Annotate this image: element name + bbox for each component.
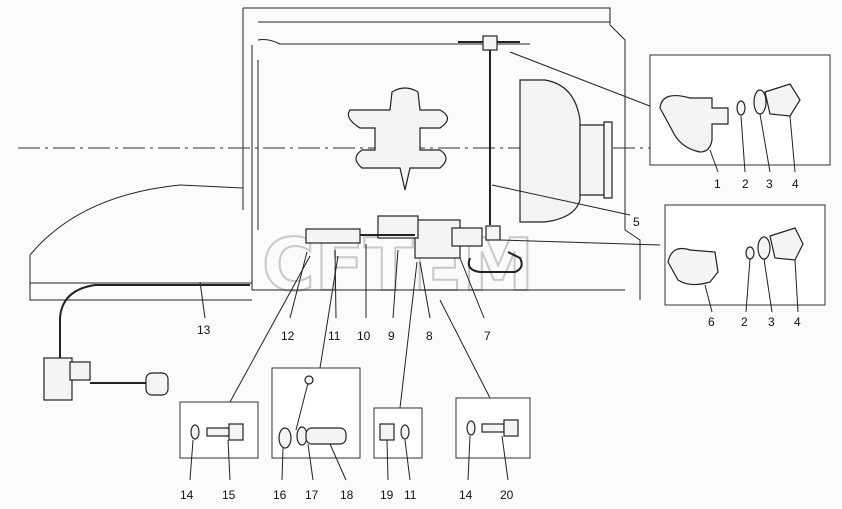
callout-10: 10 [357,329,371,343]
callout-16: 16 [273,488,287,502]
detail-box-a [649,54,831,173]
callout-9: 9 [388,329,395,343]
nut-4a [764,83,801,117]
washer-16 [278,427,292,449]
detail-box-c [179,401,259,481]
detail-box-e [373,407,423,481]
callout-4-mid: 4 [794,315,801,329]
gearbox-housing [347,79,613,223]
callout-2-top: 2 [742,177,749,191]
callout-20: 20 [500,488,514,502]
callout-8: 8 [426,329,433,343]
callout-17: 17 [305,488,319,502]
valve-assembly [305,35,523,273]
callout-1: 1 [714,177,721,191]
callout-14-left: 14 [180,488,194,502]
callout-12: 12 [281,329,295,343]
callout-3-mid: 3 [768,315,775,329]
callout-2-mid: 2 [741,315,748,329]
cab-frame [242,7,641,300]
washer-14b [466,420,476,436]
bolt-shank-15 [206,427,230,437]
bolt-head-20 [503,419,519,437]
fitting-1 [659,95,729,153]
pin-18 [305,427,347,445]
callout-14-right: 14 [459,488,473,502]
detail-box-d [271,367,361,481]
nut-19 [379,423,395,441]
elbow-fitting-6 [667,247,719,286]
cotter-pin-17 [304,375,314,385]
nut-4b [769,227,804,261]
callout-4-top: 4 [792,177,799,191]
vehicle-body [29,184,252,401]
callout-11-main: 11 [328,329,341,343]
ring-3b [757,236,771,260]
callout-3-top: 3 [766,177,773,191]
detail-box-f [455,397,531,481]
callout-7: 7 [484,329,491,343]
callout-labels: 1 2 3 4 5 6 2 3 4 7 8 9 10 11 12 13 14 1… [180,177,801,502]
callout-6: 6 [708,315,715,329]
washer-11 [400,424,410,440]
washer-14a [190,424,200,440]
ring-3a [753,89,767,115]
callout-11-detail: 11 [404,488,417,502]
callout-5: 5 [633,215,640,229]
washer-2a [736,100,746,116]
callout-15: 15 [222,488,236,502]
bolt-shank-20 [481,423,505,433]
bolt-head-15 [228,423,244,441]
leader-lines [199,51,661,409]
callout-18: 18 [340,488,354,502]
detail-box-b [664,204,826,313]
washer-2b [745,246,755,260]
callout-13: 13 [197,323,211,337]
callout-19: 19 [380,488,394,502]
